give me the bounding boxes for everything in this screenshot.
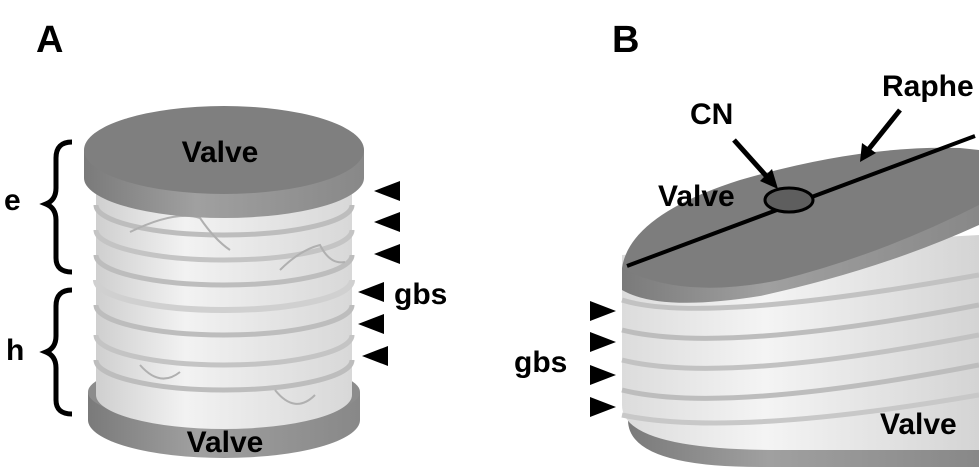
panel-a-brace-e — [39, 139, 73, 275]
gbs-arrowhead — [358, 314, 384, 334]
panel-b-raphe-pointer — [860, 108, 902, 162]
panel-b-gbs-arrows — [590, 301, 616, 417]
panel-b-cn-label: CN — [690, 98, 733, 131]
panel-b-gbs-label: gbs — [514, 346, 567, 379]
panel-a-label: A — [36, 19, 63, 61]
panel-b-central-nodule — [763, 186, 815, 214]
panel-b-top-valve — [622, 147, 979, 288]
panel-b-raphe-label: Raphe — [882, 70, 974, 103]
panel-a-girdle-bands — [93, 170, 355, 429]
panel-b-bottom-valve-label: Valve — [880, 408, 957, 441]
panel-a-top-valve — [84, 106, 364, 218]
panel-a-gbs-arrows — [358, 181, 400, 366]
panel-b-top-valve-label: Valve — [658, 180, 735, 213]
panel-b-label: B — [612, 19, 639, 61]
panel-a-bottom-valve-label: Valve — [187, 426, 264, 459]
panel-a-gbs-label: gbs — [394, 278, 447, 311]
panel-a: A Valve Valve — [4, 19, 447, 459]
panel-b: B CN Raphe — [514, 19, 979, 467]
panel-a-brace-h — [39, 287, 73, 417]
gbs-arrowhead — [374, 212, 400, 232]
gbs-arrowhead — [590, 397, 616, 417]
gbs-arrowhead — [374, 244, 400, 264]
gbs-arrowhead — [358, 282, 384, 302]
panel-a-brace-e-label: e — [4, 184, 21, 217]
gbs-arrowhead — [374, 181, 400, 201]
panel-a-top-valve-label: Valve — [182, 136, 259, 169]
panel-b-cn-pointer — [732, 138, 778, 189]
gbs-arrowhead — [590, 332, 616, 352]
gbs-arrowhead — [590, 365, 616, 385]
gbs-arrowhead — [362, 346, 388, 366]
gbs-arrowhead — [590, 301, 616, 321]
panel-a-brace-h-label: h — [6, 334, 24, 367]
